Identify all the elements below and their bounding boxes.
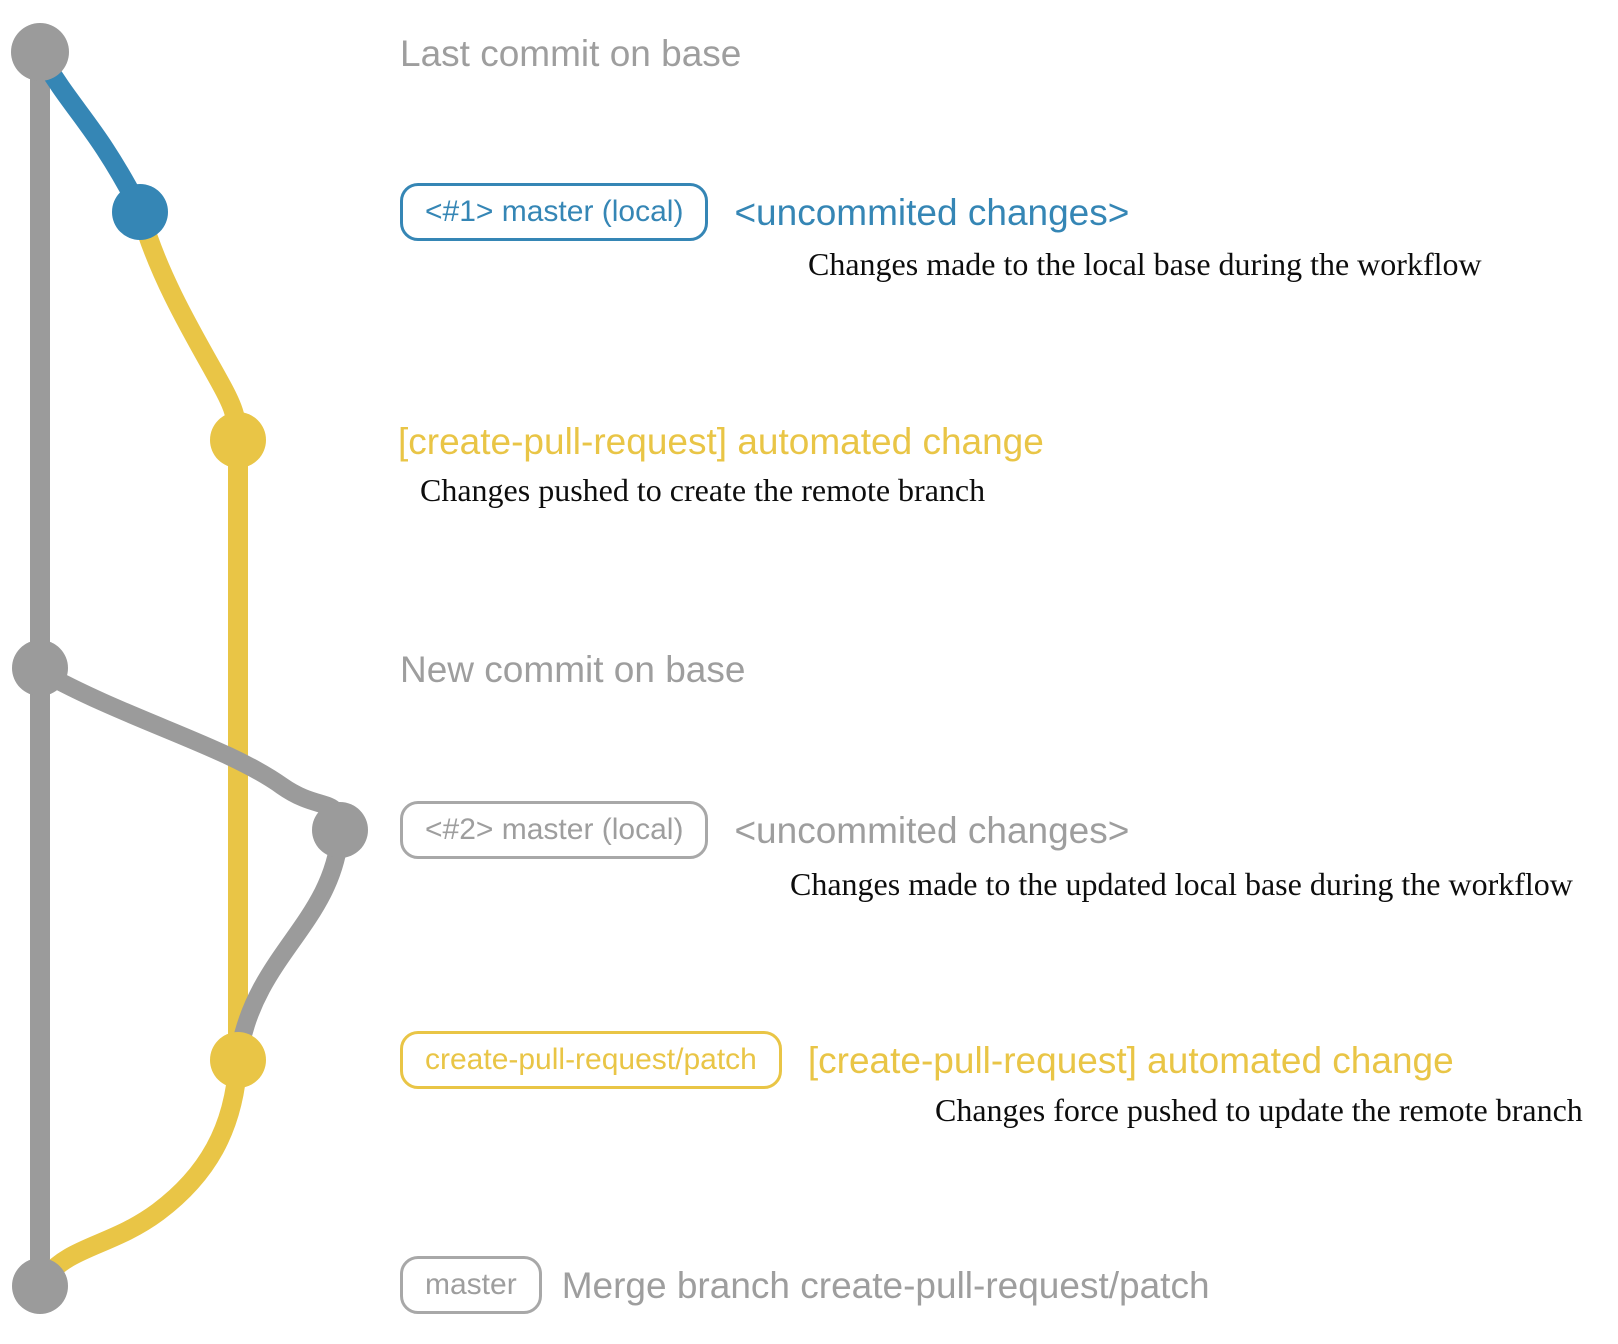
row-commit-1: <#1> master (local) <uncommited changes> bbox=[400, 183, 1129, 241]
new-commit-label: New commit on base bbox=[400, 648, 746, 690]
branch-badge-patch: create-pull-request/patch bbox=[400, 1031, 782, 1089]
local-master-branch-line bbox=[32, 48, 147, 214]
commit-message-uncommitted-1: <uncommited changes> bbox=[734, 191, 1130, 233]
commit-node-new-base bbox=[12, 640, 68, 696]
row-new-commit: New commit on base bbox=[400, 640, 745, 698]
description-automated-1: Changes pushed to create the remote bran… bbox=[420, 472, 986, 508]
description-uncommitted-1: Changes made to the local base during th… bbox=[808, 246, 1482, 282]
commit-message-uncommitted-2: <uncommited changes> bbox=[734, 809, 1130, 851]
description-automated-2: Changes force pushed to update the remot… bbox=[935, 1092, 1583, 1128]
last-commit-label: Last commit on base bbox=[400, 32, 742, 74]
commit-message-merge: Merge branch create-pull-request/patch bbox=[561, 1264, 1210, 1306]
commit-node-uncommitted-2 bbox=[312, 802, 368, 858]
commit-message-automated-2: [create-pull-request] automated change bbox=[807, 1039, 1454, 1081]
commit-node-merge bbox=[12, 1258, 68, 1314]
commit-node-uncommitted-1 bbox=[112, 184, 168, 240]
row-push-2: create-pull-request/patch [create-pull-r… bbox=[400, 1031, 1454, 1089]
force-push-curve bbox=[231, 825, 349, 1057]
commit-node-automated-change-1 bbox=[210, 412, 266, 468]
commit-message-automated-1: [create-pull-request] automated change bbox=[398, 420, 1044, 462]
branch-badge-master: master bbox=[400, 1256, 542, 1314]
row-commit-2: <#2> master (local) <uncommited changes> bbox=[400, 801, 1129, 859]
row-last-commit: Last commit on base bbox=[400, 24, 741, 82]
branch-badge-master-local-2: <#2> master (local) bbox=[400, 801, 709, 859]
commit-node-automated-change-2 bbox=[210, 1032, 266, 1088]
row-push-1: [create-pull-request] automated change bbox=[398, 412, 1044, 470]
rebased-local-branch-line bbox=[33, 663, 349, 841]
patch-branch-merge-curve bbox=[35, 1052, 248, 1288]
description-uncommitted-2: Changes made to the updated local base d… bbox=[790, 866, 1573, 902]
commit-node-last-base bbox=[11, 23, 69, 81]
branch-badge-master-local-1: <#1> master (local) bbox=[400, 183, 709, 241]
patch-branch-curve-top bbox=[132, 208, 248, 452]
row-merge: master Merge branch create-pull-request/… bbox=[400, 1256, 1210, 1314]
